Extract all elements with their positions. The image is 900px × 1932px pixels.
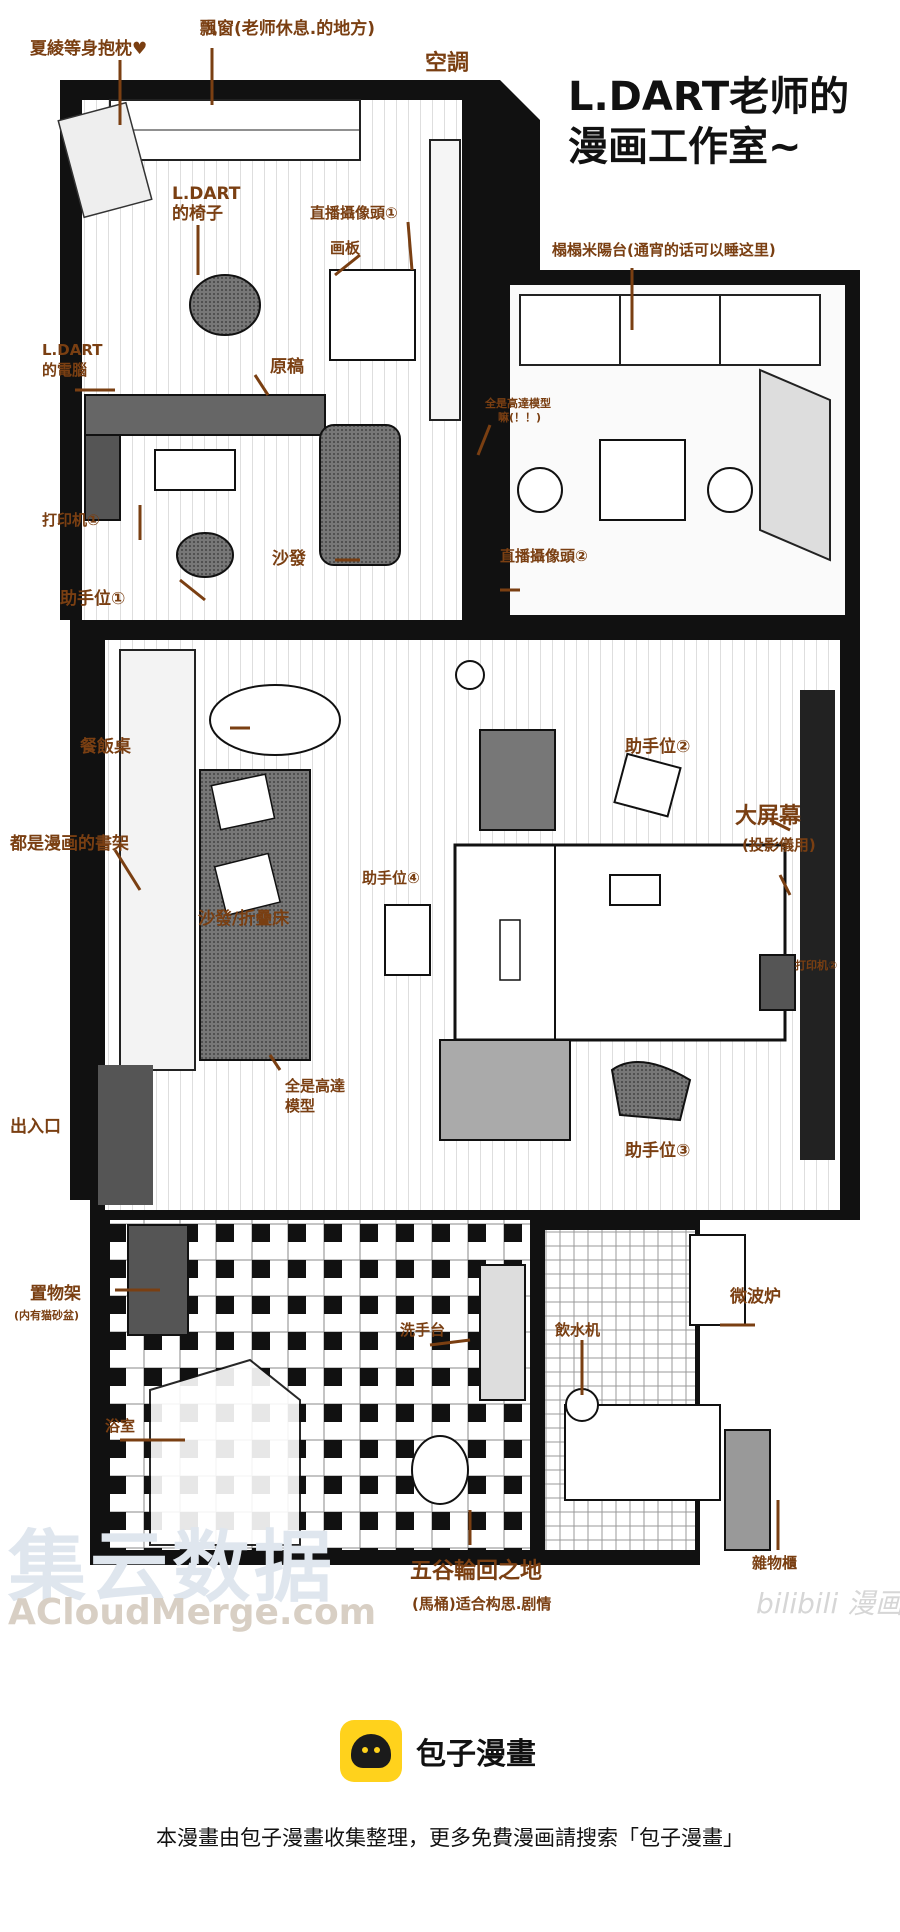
label-gundam-bottom-line2: 模型 [285, 1097, 316, 1115]
big-screen [800, 690, 835, 1160]
label-projector: (投影儀用) [742, 836, 816, 854]
wall-clock [455, 660, 485, 690]
kitchen-floor [545, 1230, 695, 1550]
title-line-2: 漫画工作室~ [568, 124, 802, 170]
brand-name: 包子漫畫 [416, 1737, 536, 1772]
floor-plan-illustration: L.DART老师的 漫画工作室~ 夏綾等身抱枕♥ 飄窗(老师休息.的地方) 空調… [8, 19, 900, 1633]
label-stream-cam-1: 直播攝像頭① [310, 204, 398, 222]
label-sofa-bed: 沙發/折疊床 [198, 909, 290, 929]
label-assistant-3: 助手位③ [625, 1141, 691, 1161]
label-storage-rack: 置物架 [30, 1284, 81, 1304]
chair-assistant-3 [610, 1061, 692, 1122]
bun-logo-icon [340, 1720, 402, 1782]
label-toilet-line2: (馬桶)适合构思.剧情 [412, 1595, 552, 1613]
label-gundam-top-line2: 嘛(！！) [498, 411, 542, 424]
chair-assistant-2 [613, 752, 682, 818]
chair-assistant-1 [176, 532, 234, 578]
toilet [411, 1435, 469, 1505]
title-line-1: L.DART老师的 [568, 74, 850, 120]
bathtub [149, 1358, 301, 1546]
storage-rack [127, 1224, 189, 1336]
label-bookshelf: 都是漫画的書架 [10, 834, 129, 854]
footer-notice: 本漫畫由包子漫畫收集整理，更多免費漫画請搜索「包子漫畫」 [156, 1826, 744, 1850]
watermark-url: ACloudMerge.com [8, 1592, 377, 1633]
microwave [689, 1234, 746, 1326]
cushion-left [517, 467, 563, 513]
label-bay-window: 飄窗(老师休息.的地方) [200, 19, 375, 39]
label-balcony: 榻榻米陽台(通宵的话可以睡这里) [552, 241, 776, 259]
label-computer-line2: 的電腦 [42, 361, 88, 379]
label-sofa: 沙發 [272, 549, 306, 569]
label-body-pillow: 夏綾等身抱枕♥ [30, 39, 148, 59]
drawing-board [329, 269, 416, 361]
label-toilet-line1: 五谷輪回之地 [410, 1559, 543, 1584]
chair-assistant-4 [384, 904, 431, 976]
chair-l-dart [189, 274, 261, 336]
label-dining-table: 餐飯桌 [80, 737, 131, 757]
balcony-table [599, 439, 686, 521]
label-bathroom: 浴室 [105, 1417, 136, 1435]
label-assistant-4: 助手位④ [362, 869, 420, 887]
sofa-studio [319, 424, 401, 566]
dining-table [209, 684, 341, 756]
label-cat-litter: (内有猫砂盆) [14, 1309, 80, 1322]
monitor-l-dart [154, 449, 236, 491]
label-computer-line1: L.DART [42, 341, 103, 359]
label-chair-line2: 的椅子 [172, 204, 223, 224]
label-sink: 洗手台 [400, 1321, 446, 1339]
brand-block: 包子漫畫 [340, 1720, 536, 1782]
assistant-desk-3 [439, 1039, 571, 1141]
label-aircon: 空調 [425, 51, 470, 76]
tall-shelf [429, 139, 461, 421]
label-stream-cam-2: 直播攝像頭② [500, 547, 588, 565]
label-drawing-board: 画板 [330, 239, 361, 257]
assistant-desk-2 [479, 729, 556, 831]
cabinet [724, 1429, 771, 1551]
label-manuscript: 原稿 [270, 357, 304, 377]
label-chair-line1: L.DART [172, 184, 241, 204]
label-printer-1: 打印机① [42, 511, 100, 529]
label-microwave: 微波炉 [730, 1287, 781, 1307]
label-printer-2: 打印机② [795, 959, 838, 972]
desk-l-dart [84, 394, 326, 436]
watermark-bilibili: bilibili 漫画 [756, 1587, 900, 1620]
label-assistant-1: 助手位① [60, 589, 126, 609]
entrance-door [98, 1065, 153, 1205]
label-big-screen: 大屏幕 [735, 804, 802, 829]
watermark-cn: 集云数据 [8, 1523, 337, 1613]
label-cabinet: 雜物櫃 [752, 1554, 798, 1572]
page-title: L.DART老师的 漫画工作室~ [568, 72, 849, 172]
label-gundam-bottom-line1: 全是高達 [285, 1077, 346, 1095]
cushion-right [707, 467, 753, 513]
printer-2 [759, 954, 796, 1011]
kitchen-counter [564, 1404, 721, 1501]
bookshelf [119, 649, 196, 1071]
body-pillow [57, 101, 153, 219]
label-gundam-top-line1: 全是高達模型 [485, 397, 551, 410]
label-water-dispenser: 飲水机 [555, 1321, 601, 1339]
label-entrance: 出入口 [10, 1117, 61, 1137]
label-assistant-2: 助手位② [625, 737, 691, 757]
floor-plan-drawing [57, 48, 860, 1565]
sink [479, 1264, 526, 1401]
